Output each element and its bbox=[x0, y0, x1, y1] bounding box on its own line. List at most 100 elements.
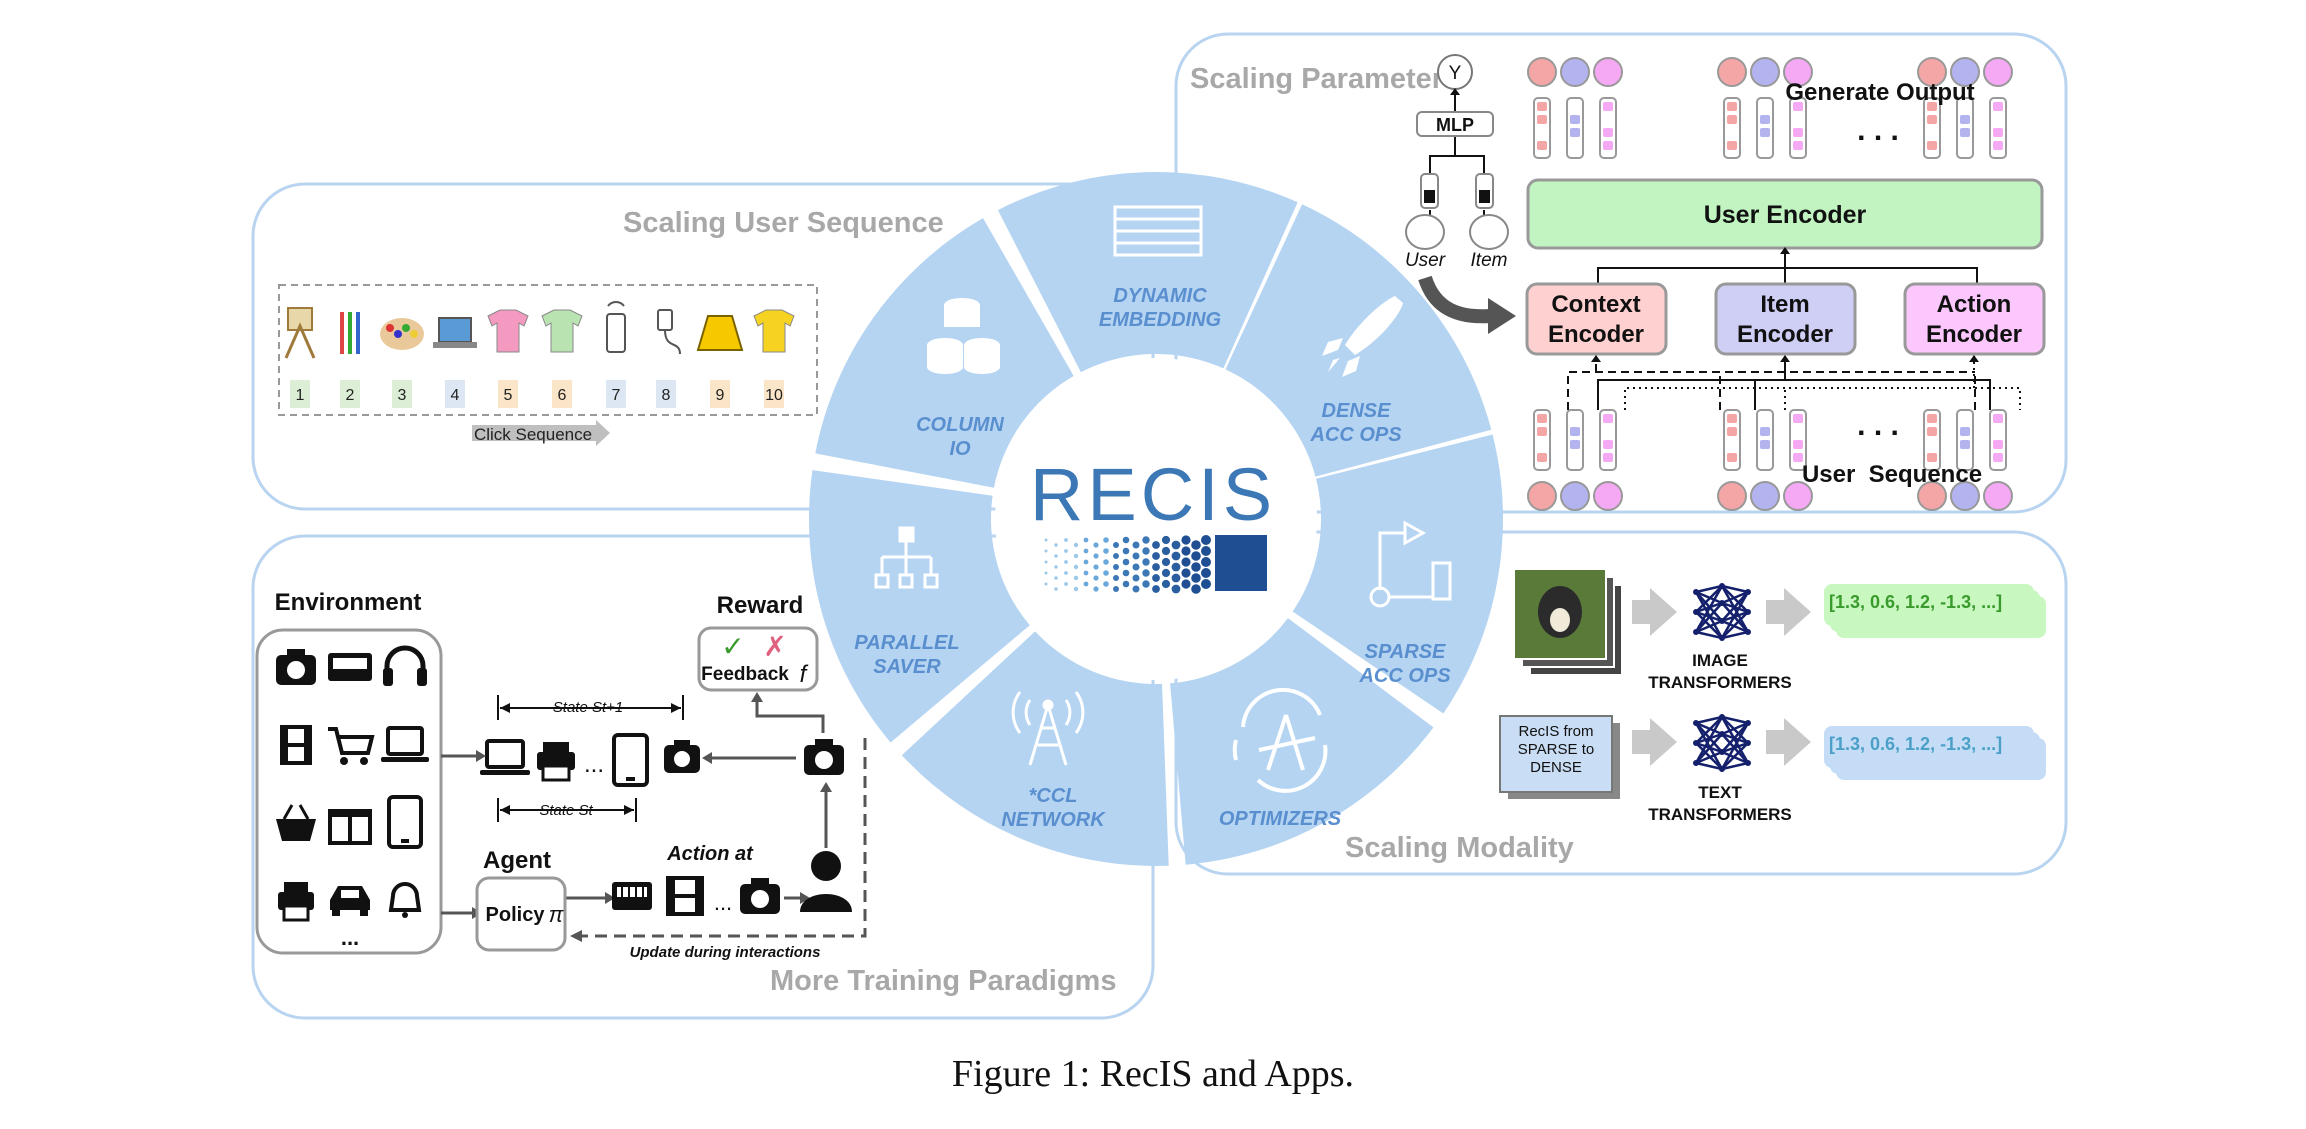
embedding-cell bbox=[1927, 102, 1937, 111]
recis-logo: RECIS bbox=[1030, 453, 1272, 594]
curved-arrow bbox=[1418, 275, 1491, 324]
network-edge bbox=[1695, 715, 1723, 725]
logo-dot bbox=[1064, 549, 1068, 553]
embedding-cell bbox=[1760, 427, 1770, 436]
sequence-token bbox=[1717, 481, 1747, 511]
logo-dot bbox=[1191, 562, 1201, 572]
easel-icon bbox=[284, 307, 316, 359]
embedding-cell bbox=[1727, 102, 1737, 111]
policy-symbol: π bbox=[549, 902, 565, 927]
logo-dot bbox=[1191, 584, 1201, 594]
action-row: ... bbox=[612, 851, 852, 916]
sequence-token bbox=[1593, 481, 1623, 511]
embedding-cell bbox=[1570, 427, 1580, 436]
sequence-number: 1 bbox=[296, 387, 305, 404]
reward-label: Reward bbox=[717, 592, 804, 619]
wheel-wedge bbox=[809, 470, 1030, 743]
yellow-shirt-icon bbox=[753, 309, 795, 353]
embedding-cell bbox=[1603, 128, 1613, 137]
logo-dot bbox=[1103, 548, 1109, 554]
shirt-shape bbox=[487, 309, 529, 353]
agent-label: Agent bbox=[483, 847, 551, 874]
wedge-label-sparse-acc-ops-2: ACC OPS bbox=[1358, 665, 1451, 687]
network-edge bbox=[1721, 722, 1749, 753]
logo-dot bbox=[1083, 570, 1089, 576]
embedding-cell bbox=[1960, 427, 1970, 436]
update-loop bbox=[582, 738, 867, 938]
feedback-label: Feedback bbox=[701, 664, 789, 685]
sequence-number-badge bbox=[656, 380, 676, 408]
logo-dot bbox=[1201, 579, 1211, 589]
network-node bbox=[1719, 731, 1725, 737]
paint-dot bbox=[386, 324, 394, 332]
ear-cup bbox=[417, 668, 427, 686]
sequence-token bbox=[1527, 481, 1557, 511]
network-node bbox=[1719, 714, 1725, 720]
embedding-cell bbox=[1793, 115, 1803, 124]
encoder-connection-lines bbox=[1567, 356, 2021, 410]
network-edge bbox=[1720, 722, 1750, 770]
wedge-label-ccl-network: *CCL bbox=[1029, 785, 1078, 807]
sequence-number: 2 bbox=[346, 387, 355, 404]
network-node bbox=[1693, 589, 1699, 595]
output-token bbox=[1783, 57, 1813, 87]
panel-title-more-training-paradigms: More Training Paradigms bbox=[770, 965, 1116, 997]
bell-icon bbox=[388, 882, 422, 918]
network-node bbox=[1719, 766, 1725, 772]
check-icon: ✓ bbox=[721, 631, 744, 662]
logo-dot bbox=[1083, 537, 1089, 543]
embedding-cell bbox=[1570, 440, 1580, 449]
state-device-row: ... bbox=[480, 733, 700, 787]
sequence-token bbox=[1983, 481, 2013, 511]
feedback-symbol: f bbox=[800, 661, 809, 688]
logo-dot bbox=[1083, 581, 1089, 587]
figure-caption: Figure 1: RecIS and Apps. bbox=[951, 1053, 1355, 1095]
sequence-number: 5 bbox=[504, 387, 513, 404]
logo-dot bbox=[1181, 557, 1191, 567]
headband bbox=[384, 645, 426, 674]
network-node bbox=[1693, 760, 1699, 766]
embedding-cell bbox=[1537, 128, 1547, 137]
logo-dot bbox=[1171, 562, 1181, 572]
network-node bbox=[1693, 740, 1699, 746]
embedding-cell bbox=[1727, 141, 1737, 150]
logo-square bbox=[1215, 535, 1267, 591]
embedding-cell bbox=[1993, 453, 2003, 462]
logo-dot bbox=[1083, 548, 1089, 554]
embedding-cell bbox=[1760, 128, 1770, 137]
logo-dot bbox=[1093, 586, 1099, 592]
network-edge bbox=[1695, 602, 1723, 633]
embedding-cell bbox=[1603, 453, 1613, 462]
car-wheel bbox=[332, 908, 340, 916]
laptop-base bbox=[381, 757, 429, 762]
logo-dot bbox=[1142, 580, 1150, 588]
embedding-cell bbox=[1993, 102, 2003, 111]
logo-dot bbox=[1191, 573, 1201, 583]
logo-dot-pattern bbox=[1044, 535, 1211, 594]
network-edge bbox=[1694, 722, 1724, 770]
action-label: Action at bbox=[666, 843, 754, 865]
logo-dot bbox=[1181, 535, 1191, 545]
sequence-number-badge bbox=[606, 380, 626, 408]
logo-dot bbox=[1044, 582, 1048, 586]
embedding-cell bbox=[1760, 414, 1770, 423]
logo-dot bbox=[1064, 560, 1068, 564]
easel-legs bbox=[284, 322, 316, 359]
item-encoder-box bbox=[1714, 282, 1857, 356]
sequence-number: 10 bbox=[765, 387, 783, 404]
image-stack bbox=[1513, 568, 1623, 676]
logo-dot bbox=[1093, 542, 1099, 548]
logo-dot bbox=[1044, 560, 1048, 564]
logo-dot bbox=[1171, 573, 1181, 583]
sequence-number-badge bbox=[710, 380, 730, 408]
network-edge bbox=[1695, 750, 1723, 765]
logo-dot bbox=[1073, 586, 1079, 592]
car-window bbox=[341, 890, 359, 898]
printer-top bbox=[284, 882, 308, 892]
wedge-label-dynamic-embedding: DYNAMIC bbox=[1113, 285, 1207, 307]
laptop-icon bbox=[480, 739, 530, 775]
embedding-cell bbox=[1993, 128, 2003, 137]
network-edge bbox=[1721, 584, 1749, 594]
output-token bbox=[1527, 57, 1557, 87]
